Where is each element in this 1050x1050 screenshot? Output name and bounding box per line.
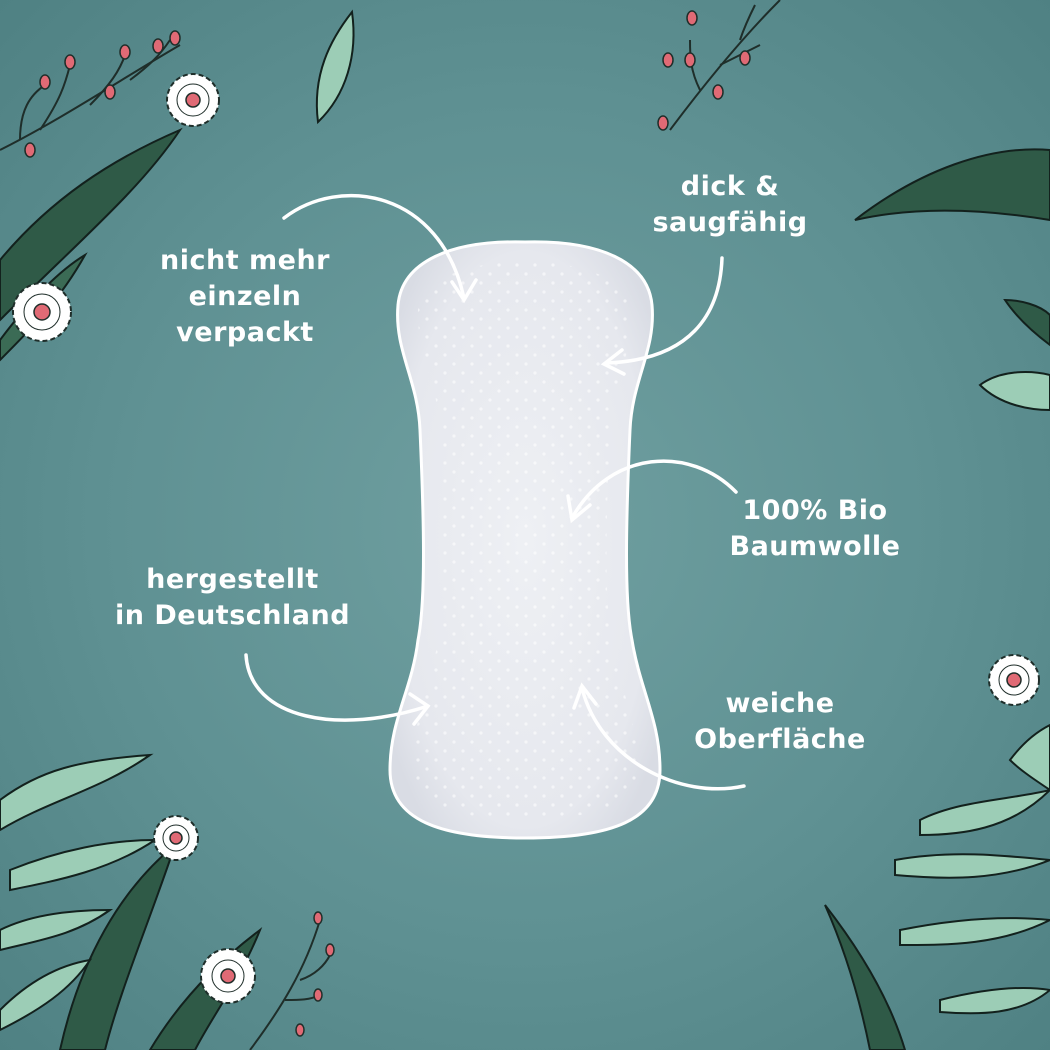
label-line: weiche (725, 688, 835, 719)
leaves-bottom-right (824, 723, 1050, 1050)
daisy-flower-icons (12, 73, 1040, 1004)
label-line: nicht mehr (160, 245, 330, 276)
label-not-individually-packed: nicht mehr einzeln verpackt (130, 243, 360, 351)
arrow-nicht-mehr (282, 193, 466, 300)
label-line: 100% Bio (742, 495, 888, 526)
label-line: saugfähig (652, 207, 808, 238)
label-thick-absorbent: dick & saugfähig (620, 169, 840, 241)
arrow-dick (604, 256, 724, 365)
leaf-top-center (315, 9, 355, 125)
label-organic-cotton: 100% Bio Baumwolle (700, 493, 930, 565)
label-made-in-germany: hergestellt in Deutschland (95, 562, 370, 634)
label-line: dick & (680, 171, 780, 202)
berries-bottom-left (295, 911, 335, 1037)
branch-bottom-left (249, 919, 331, 1050)
panty-liner-image (388, 240, 662, 840)
label-line: hergestellt (146, 564, 319, 595)
arrow-weich (580, 686, 746, 791)
label-line: verpackt (176, 317, 314, 348)
arrow-herg (244, 653, 430, 722)
leaves-right (854, 148, 1050, 412)
annotation-arrows (244, 193, 746, 791)
arrow-bio (570, 459, 738, 520)
label-line: einzeln (188, 281, 302, 312)
berries-top-right (657, 10, 751, 131)
label-soft-surface: weiche Oberfläche (660, 686, 900, 758)
label-line: in Deutschland (114, 600, 351, 631)
branch-top-left (0, 39, 181, 151)
label-line: Baumwolle (729, 531, 901, 562)
berries-top-left (24, 30, 181, 158)
label-line: Oberfläche (694, 724, 866, 755)
leaves-bottom-left (0, 753, 263, 1050)
